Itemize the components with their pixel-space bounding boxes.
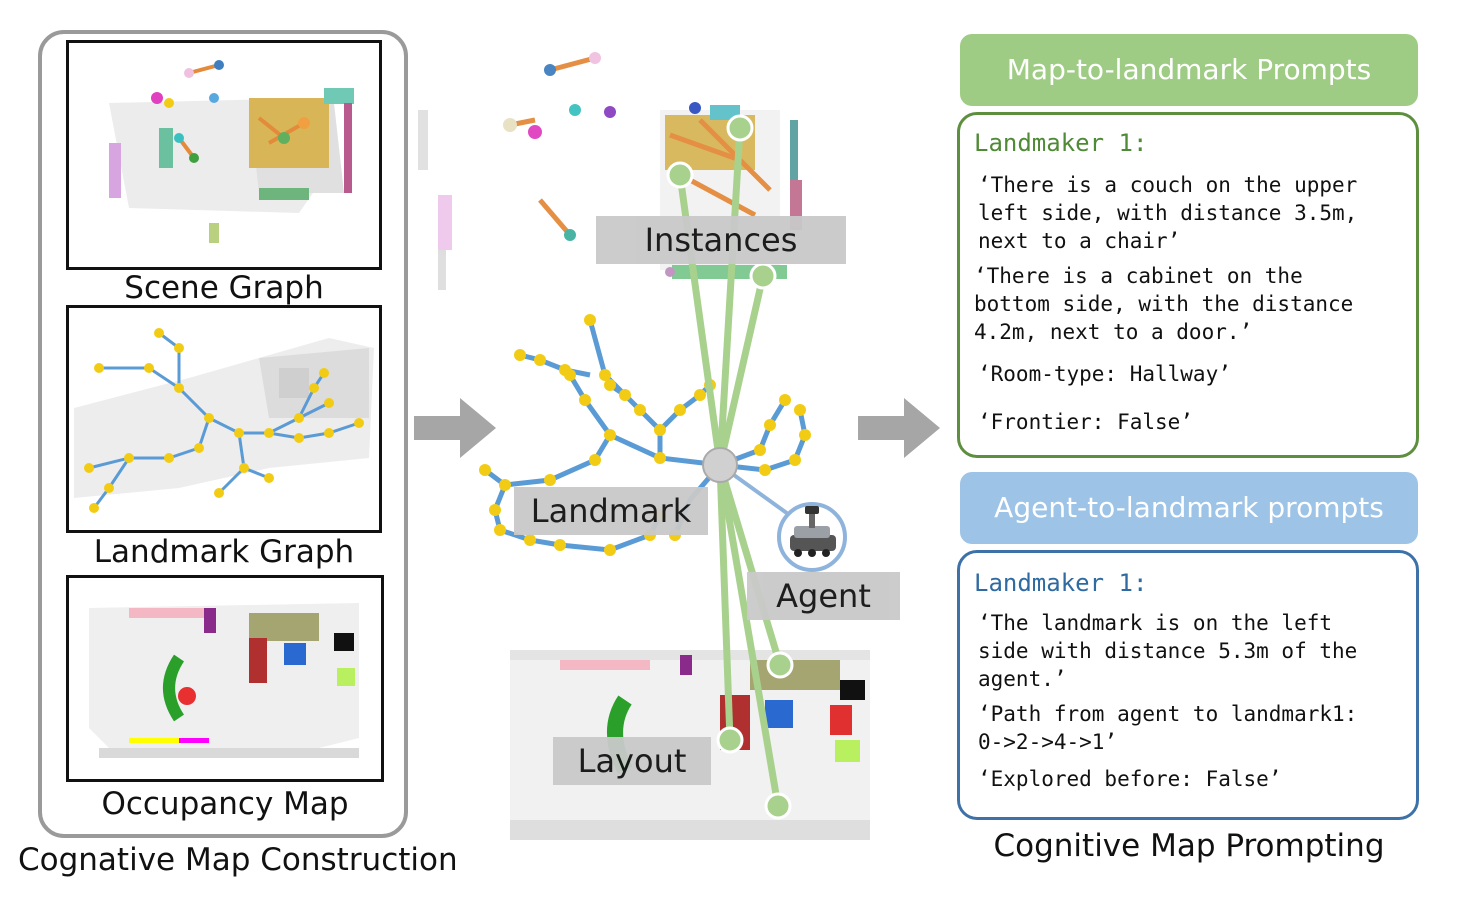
agent-card-line: agent.’ bbox=[978, 667, 1067, 691]
map-card-line: ‘There is a cabinet on the bbox=[974, 264, 1303, 288]
map-card-line: next to a chair’ bbox=[978, 229, 1181, 253]
occupancy-map-label: Occupancy Map bbox=[101, 786, 349, 822]
landmark-tag: Landmark bbox=[514, 487, 708, 535]
construction-panel bbox=[38, 30, 408, 838]
instances-tag: Instances bbox=[596, 216, 846, 264]
agent-card-line: side with distance 5.3m of the bbox=[978, 639, 1358, 663]
map-to-landmark-header: Map-to-landmark Prompts bbox=[960, 34, 1418, 106]
arrow-right-icon bbox=[414, 398, 496, 458]
map-card-line: 4.2m, next to a door.’ bbox=[974, 320, 1253, 344]
robot-icon bbox=[777, 502, 847, 572]
link-endpoints bbox=[666, 114, 794, 820]
prompting-caption: Cognitive Map Prompting bbox=[993, 828, 1385, 864]
scene-graph-image bbox=[109, 60, 354, 243]
map-card-title: Landmaker 1: bbox=[974, 129, 1148, 157]
map-to-landmark-card: Landmaker 1: ‘There is a couch on the up… bbox=[957, 112, 1419, 458]
agent-to-landmark-card: Landmaker 1: ‘The landmark is on the lef… bbox=[957, 550, 1419, 820]
map-card-line: bottom side, with the distance bbox=[974, 292, 1354, 316]
agent-card-title: Landmaker 1: bbox=[974, 569, 1148, 597]
map-card-line: ‘Frontier: False’ bbox=[978, 410, 1193, 434]
map-card-line: ‘There is a couch on the upper bbox=[978, 173, 1358, 197]
landmark-graph-label: Landmark Graph bbox=[93, 534, 355, 570]
map-card-line: left side, with distance 3.5m, bbox=[978, 201, 1358, 225]
agent-card-line: ‘The landmark is on the left bbox=[978, 611, 1333, 635]
occupancy-map-image bbox=[89, 603, 359, 758]
agent-to-landmark-header: Agent-to-landmark prompts bbox=[960, 472, 1418, 544]
agent-card-line: 0->2->4->1’ bbox=[978, 730, 1118, 754]
agent-card-line: ‘Explored before: False’ bbox=[978, 767, 1282, 791]
map-card-line: ‘Room-type: Hallway’ bbox=[978, 362, 1231, 386]
hub-node bbox=[702, 447, 738, 483]
scene-graph-label: Scene Graph bbox=[124, 270, 324, 306]
layout-tag: Layout bbox=[553, 737, 711, 785]
agent-card-line: ‘Path from agent to landmark1: bbox=[978, 702, 1358, 726]
scene-graph-thumbnail bbox=[66, 40, 382, 270]
construction-caption: Cognative Map Construction bbox=[18, 842, 458, 878]
landmark-graph-image bbox=[74, 328, 374, 513]
agent-tag: Agent bbox=[747, 572, 900, 620]
arrow-right-icon bbox=[858, 398, 940, 458]
landmark-graph-thumbnail bbox=[66, 305, 382, 533]
hub-links bbox=[676, 124, 784, 810]
occupancy-map-thumbnail bbox=[66, 575, 384, 782]
